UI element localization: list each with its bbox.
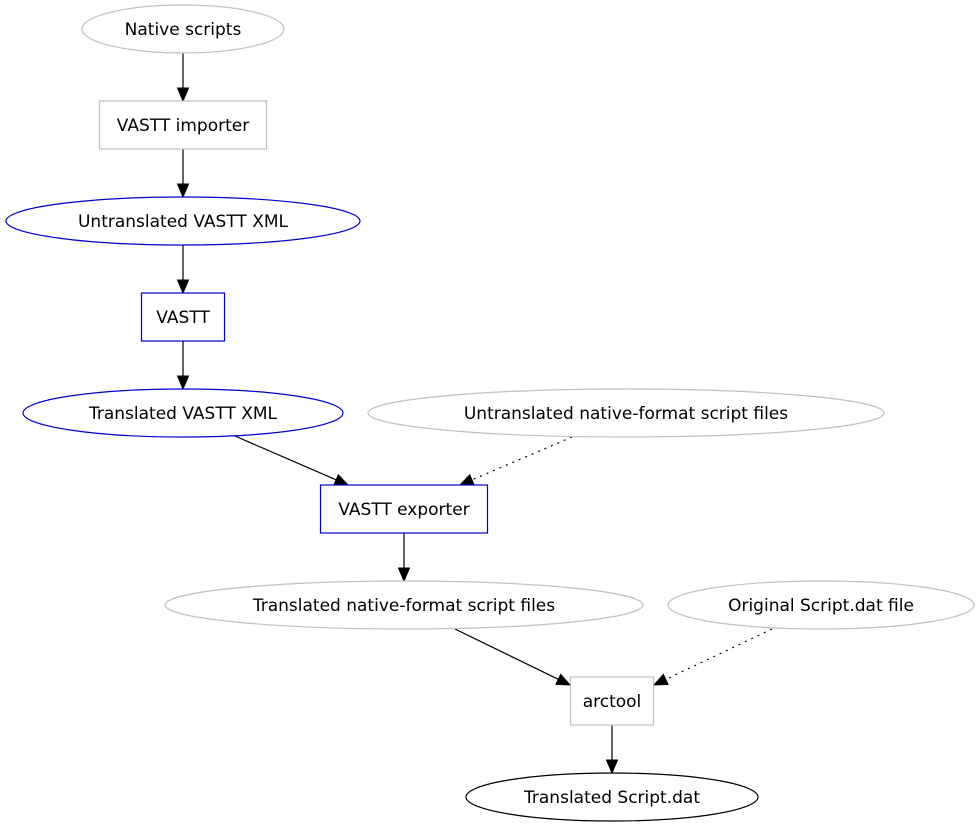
node-arctool: arctool — [569, 676, 655, 726]
node-untranslated-xml: Untranslated VASTT XML — [5, 196, 361, 246]
node-shape-ellipse — [81, 4, 285, 54]
node-original-script-dat: Original Script.dat file — [667, 580, 975, 630]
edge-vastt-exporter-to-translated-native — [397, 533, 411, 583]
node-label: Untranslated VASTT XML — [78, 212, 289, 232]
arrowhead — [176, 183, 190, 199]
node-vastt: VASTT — [140, 292, 226, 342]
node-label: Translated Script.dat — [523, 788, 700, 808]
node-translated-native: Translated native-format script files — [164, 580, 644, 630]
node-shape-box — [319, 484, 489, 534]
edge-line — [234, 435, 337, 481]
node-native-scripts: Native scripts — [81, 4, 285, 54]
node-label: VASTT exporter — [338, 500, 469, 520]
arrowhead — [555, 673, 572, 686]
edge-untranslated-native-to-vastt-exporter — [458, 436, 573, 486]
node-shape-ellipse — [164, 580, 644, 630]
node-shape-ellipse — [465, 772, 759, 822]
node-label: Original Script.dat file — [728, 596, 914, 616]
node-label: arctool — [583, 692, 642, 712]
node-label: Translated VASTT XML — [88, 404, 278, 424]
edges — [176, 53, 773, 775]
arrowhead — [176, 87, 190, 103]
node-label: VASTT importer — [117, 116, 249, 136]
node-shape-ellipse — [367, 388, 885, 438]
arrowhead — [176, 279, 190, 295]
node-shape-ellipse — [5, 196, 361, 246]
node-vastt-exporter: VASTT exporter — [319, 484, 489, 534]
edge-line — [454, 628, 559, 680]
node-label: VASTT — [156, 308, 210, 328]
arrowhead — [176, 375, 190, 391]
edge-arctool-to-translated-script-dat — [605, 725, 619, 775]
node-shape-ellipse — [667, 580, 975, 630]
node-label: Native scripts — [125, 20, 242, 40]
edge-vastt-to-translated-xml — [176, 341, 190, 391]
node-untranslated-native: Untranslated native-format script files — [367, 388, 885, 438]
edge-native-scripts-to-vastt-importer — [176, 53, 190, 103]
node-shape-box — [569, 676, 655, 726]
node-shape-box — [140, 292, 226, 342]
node-translated-xml: Translated VASTT XML — [22, 388, 344, 438]
node-translated-script-dat: Translated Script.dat — [465, 772, 759, 822]
edge-line — [471, 436, 573, 481]
edge-original-script-dat-to-arctool — [652, 628, 773, 686]
edge-line — [665, 628, 773, 680]
node-shape-box — [98, 100, 268, 150]
arrowhead — [605, 759, 619, 775]
edge-vastt-importer-to-untranslated-xml — [176, 149, 190, 199]
arrowhead — [652, 673, 669, 686]
node-label: Translated native-format script files — [252, 596, 555, 616]
edge-translated-xml-to-vastt-exporter — [234, 435, 350, 486]
arrowhead — [397, 567, 411, 583]
arrowhead — [333, 473, 350, 486]
arrowhead — [458, 473, 475, 486]
edge-translated-native-to-arctool — [454, 628, 572, 686]
node-label: Untranslated native-format script files — [464, 404, 788, 424]
edge-untranslated-xml-to-vastt — [176, 245, 190, 295]
node-vastt-importer: VASTT importer — [98, 100, 268, 150]
node-shape-ellipse — [22, 388, 344, 438]
